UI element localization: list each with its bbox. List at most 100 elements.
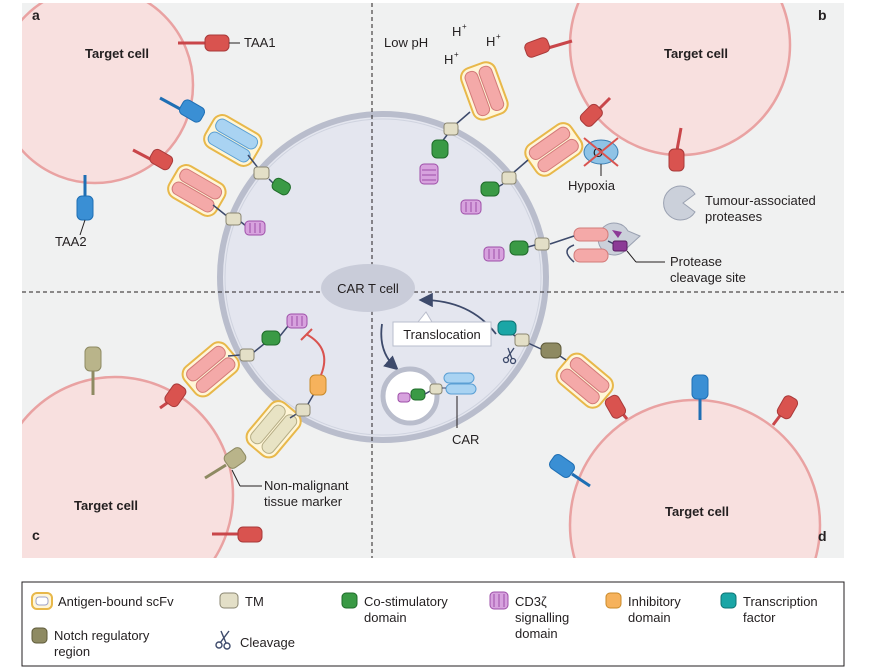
panel-a-target-cell: Target cell [85,46,149,61]
legend-label-cd3z-3: domain [515,626,558,641]
legend-item-cd3z: CD3ζ signalling domain [489,591,569,641]
legend-label-notch-1: Notch regulatory [54,628,150,643]
svg-text:+: + [496,32,501,41]
panel-d-target-cell: Target cell [665,504,729,519]
panel-c-target-cell: Target cell [74,498,138,513]
hypoxia-o2-icon: O [583,137,619,176]
scissors-icon-d [502,347,517,365]
scfv-pink-b2 [524,122,584,177]
costim-c [261,330,281,346]
tm-b2 [501,171,517,185]
antigen-c1 [159,383,187,410]
inhibitory-domain-c [309,374,327,396]
taa2-label: TAA2 [55,234,87,249]
scfv-pink-b1 [460,61,509,121]
cd3z-a [244,220,266,236]
tm-a2 [225,212,242,226]
transcription-factor-d [497,320,517,336]
antigen-d2 [691,374,709,420]
panel-d-letter: d [818,528,827,544]
legend-label-tf-2: factor [743,610,776,625]
legend-label-cd3z-2: signalling [515,610,569,625]
panel-a-letter: a [32,7,40,23]
svg-text:H: H [486,34,495,49]
svg-text:H: H [452,24,461,39]
hypoxia-label: Hypoxia [568,178,616,193]
scfv-pink-c [181,341,240,398]
legend-label-tm: TM [245,594,264,609]
scfv-blue [203,114,263,167]
car-t-cell-label-group: CAR T cell [321,264,415,312]
scfv-pink-d [555,352,614,409]
costim-b1 [431,139,449,159]
svg-text:O: O [593,145,603,160]
costim-a [271,177,291,196]
antigen-b1 [524,37,573,58]
taa1-antigen [178,34,240,52]
legend-label-inhibitory-1: Inhibitory [628,594,681,609]
tm-c1 [239,348,255,362]
proton-3: H+ [444,50,459,67]
costim-b2 [480,181,500,197]
expression-arrow [380,323,399,371]
legend-box [21,581,845,667]
panel-b-target-cell: Target cell [664,46,728,61]
car-vesicle [380,366,440,426]
cd3z-b3 [483,246,505,262]
legend-label-cleavage: Cleavage [240,635,295,650]
tm-b1 [443,122,459,136]
translocation-callout: Translocation [392,311,492,347]
proteases-label-line2: proteases [705,209,763,224]
inhibition-arrow [305,333,326,376]
marker-antigen-c1 [84,346,102,395]
cd3z-b2 [460,199,482,215]
taa2-bound-antigen [159,96,206,123]
antigen-c2 [212,526,263,543]
protease-icon [663,185,696,221]
legend-item-inhibitory: Inhibitory domain [605,592,681,625]
legend-item-transcription-factor: Transcription factor [720,592,818,625]
cd3z-b1 [419,163,439,185]
notch-region-d [540,342,562,359]
car-label: CAR [452,432,479,447]
legend-label-notch-2: region [54,644,90,659]
antigen-d3 [771,395,799,426]
legend-item-cleavage: Cleavage [215,630,295,650]
svg-text:+: + [454,50,459,59]
legend-item-notch: Notch regulatory region [31,627,150,659]
legend-label-tf-1: Transcription [743,594,818,609]
legend-label-scfv: Antigen-bound scFv [58,594,174,609]
scfv-pink-a [167,164,227,217]
scfv-beige-c [245,400,302,459]
legend-item-tm: TM [219,592,264,609]
proteases-label-line1: Tumour-associated [705,193,816,208]
antigen-d1 [604,394,629,420]
svg-text:+: + [462,22,467,31]
scfv-blue-vesicle [442,372,477,395]
marker-antigen-c2 [204,447,247,480]
marker-label-line1: Non-malignant [264,478,349,493]
proton-1: H+ [452,22,467,39]
taa1-label: TAA1 [244,35,276,50]
legend-item-costim: Co-stimulatory domain [341,592,448,625]
taa1-bound-antigen [132,148,174,171]
panel-c-letter: c [32,527,40,543]
scissors-icon [215,630,231,650]
car-t-cell-label: CAR T cell [337,281,399,296]
antigen-b2 [579,96,612,127]
translocation-label: Translocation [403,327,481,342]
legend-label-inhibitory-2: domain [628,610,671,625]
tm-vesicle [429,383,443,395]
target-cell-a [0,0,195,185]
legend-label-costim-2: domain [364,610,407,625]
tm-d [514,333,530,347]
antigen-d4 [549,454,591,488]
legend-item-scfv: Antigen-bound scFv [31,592,174,610]
protease-cleavage-label-line2: cleavage site [670,270,746,285]
svg-text:H: H [444,52,453,67]
tm-a1 [253,166,270,180]
low-ph-label: Low pH [384,35,428,50]
antigen-b3 [668,127,685,172]
legend-label-cd3z-1: CD3ζ [515,594,547,609]
